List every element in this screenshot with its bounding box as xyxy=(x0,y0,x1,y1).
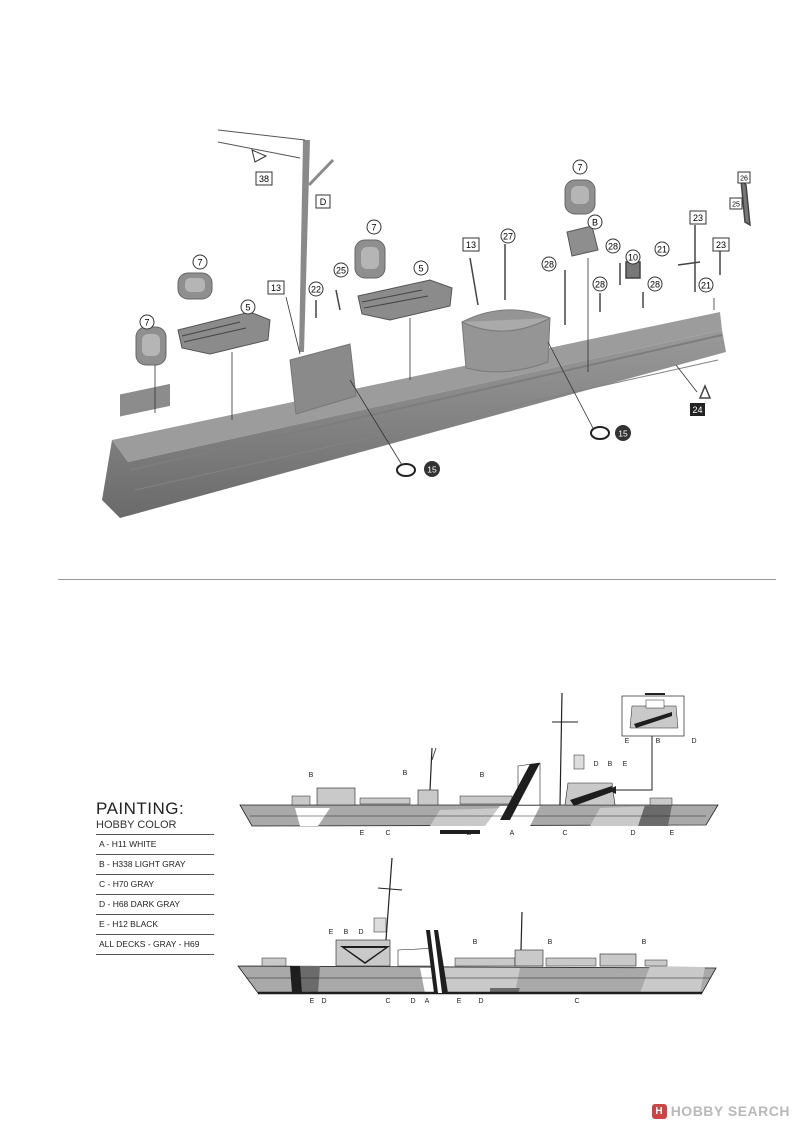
callout-13: 13 xyxy=(466,240,476,250)
watermark-text: HOBBY SEARCH xyxy=(670,1103,790,1119)
paint-label-c: C xyxy=(385,830,390,837)
hobby-search-watermark: H HOBBY SEARCH xyxy=(651,1103,790,1119)
paint-label-b: B xyxy=(642,939,647,946)
paint-label-d: D xyxy=(593,761,598,768)
ship-profile-port xyxy=(237,857,717,995)
section-divider xyxy=(58,579,776,580)
legend-row: D - H68 DARK GRAY xyxy=(96,894,214,914)
painting-legend: PAINTING: HOBBY COLOR A - H11 WHITE B - … xyxy=(96,800,214,955)
paint-label-e: E xyxy=(310,998,315,1005)
callout-28: 28 xyxy=(650,280,660,290)
boxed-callouts: 38 D 13 13 23 23 26 25 24 15 15 xyxy=(255,171,751,477)
paint-label-d: D xyxy=(410,998,415,1005)
legend-row: E - H12 BLACK xyxy=(96,914,214,934)
legend-row: C - H70 GRAY xyxy=(96,874,214,894)
paint-label-d: D xyxy=(321,998,326,1005)
callout-26: 26 xyxy=(740,176,748,183)
callout-24: 24 xyxy=(692,405,702,415)
legend-row: A - H11 WHITE xyxy=(96,834,214,854)
paint-label-c: C xyxy=(562,830,567,837)
callout-22: 22 xyxy=(311,285,321,295)
hull-deck xyxy=(112,312,722,462)
paint-label-a: A xyxy=(425,998,430,1005)
hobby-search-logo-icon: H xyxy=(651,1103,667,1119)
callout-28: 28 xyxy=(595,280,605,290)
paint-label-e: E xyxy=(360,830,365,837)
paint-label-e: E xyxy=(625,738,630,745)
legend-row: ALL DECKS - GRAY - H69 xyxy=(96,934,214,955)
paint-label-d: D xyxy=(691,738,696,745)
paint-label-b: B xyxy=(480,772,485,779)
leader-lines xyxy=(154,258,715,466)
callout-10: 10 xyxy=(628,253,638,263)
paint-label-d: D xyxy=(630,830,635,837)
legend-title: PAINTING: xyxy=(96,799,185,818)
callout-5: 5 xyxy=(245,303,250,313)
paint-label-b: B xyxy=(548,939,553,946)
paint-label-b: B xyxy=(608,761,613,768)
hull-side xyxy=(102,330,726,518)
assembly-diagram: 7 7 7 7 5 5 22 25 27 28 28 28 28 xyxy=(102,129,751,518)
torpedo-launcher-part-5 xyxy=(177,279,453,355)
bridge-block xyxy=(289,343,357,415)
paint-label-b: B xyxy=(403,770,408,777)
callout-23: 23 xyxy=(716,240,726,250)
callout-b: B xyxy=(592,218,598,228)
legend-subtitle: HOBBY COLOR xyxy=(96,819,177,831)
callout-circle xyxy=(139,314,155,330)
callout-28: 28 xyxy=(608,242,618,252)
callout-28: 28 xyxy=(544,260,554,270)
paint-label-e: E xyxy=(329,929,334,936)
paint-label-b: B xyxy=(344,929,349,936)
callout-21: 21 xyxy=(701,281,711,291)
paint-label-b: B xyxy=(473,939,478,946)
callout-13: 13 xyxy=(271,283,281,293)
paint-label-b: B xyxy=(656,738,661,745)
ship-profile-starboard xyxy=(239,692,719,834)
part-callouts: 7 7 7 7 5 5 22 25 27 28 28 28 28 xyxy=(139,159,714,330)
paint-label-e: E xyxy=(623,761,628,768)
callout-7: 7 xyxy=(144,318,149,328)
callout-d: D xyxy=(320,197,327,207)
paint-label-c: C xyxy=(385,998,390,1005)
callout-7: 7 xyxy=(371,223,376,233)
legend-row: B - H338 LIGHT GRAY xyxy=(96,854,214,874)
paint-label-a: A xyxy=(510,830,515,837)
callout-15: 15 xyxy=(618,429,628,439)
paint-label-d: D xyxy=(478,998,483,1005)
callout-25: 25 xyxy=(336,266,346,276)
paint-label-c: C xyxy=(574,998,579,1005)
callout-5: 5 xyxy=(418,264,423,274)
callout-38: 38 xyxy=(259,174,269,184)
callout-25: 25 xyxy=(732,202,740,209)
paint-label-e: E xyxy=(457,998,462,1005)
callout-7: 7 xyxy=(577,163,582,173)
callout-15: 15 xyxy=(427,465,437,475)
callout-23: 23 xyxy=(693,213,703,223)
paint-callouts: B B B E C E A C D E D B E E B D E B D B … xyxy=(309,738,697,1005)
paint-label-b: B xyxy=(309,772,314,779)
callout-21: 21 xyxy=(657,245,667,255)
boat-part-7 xyxy=(135,179,596,366)
mast xyxy=(299,140,310,352)
part-b-block xyxy=(566,225,599,257)
paint-label-e: E xyxy=(670,830,675,837)
small-fittings xyxy=(315,177,751,399)
paint-label-e: E xyxy=(467,830,472,837)
paint-label-d: D xyxy=(358,929,363,936)
callout-27: 27 xyxy=(503,232,513,242)
callout-7: 7 xyxy=(197,258,202,268)
